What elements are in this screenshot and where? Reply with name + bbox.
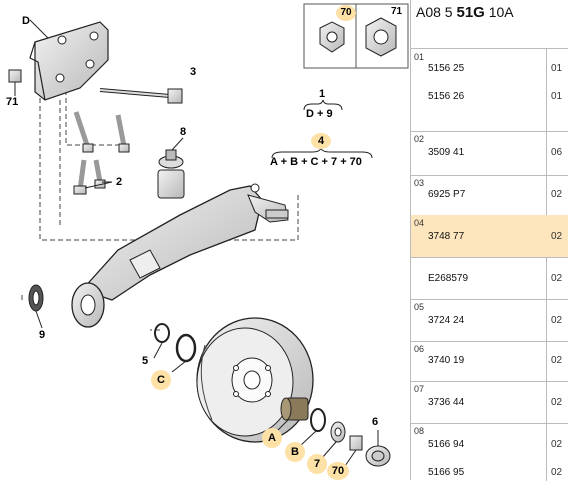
group-number: 03 (414, 178, 425, 188)
part-quantity: 02 (551, 355, 563, 366)
header-prefix: A08 5 (416, 4, 453, 20)
part-quantity: 01 (551, 91, 563, 102)
bump-stop-8 (157, 137, 185, 199)
parts-group-07[interactable]: 07 3736 44 02 (411, 381, 568, 424)
part-reference: 5156 25 (428, 63, 465, 74)
part-reference: 5166 95 (428, 467, 465, 478)
part-reference: 6925 P7 (428, 189, 466, 200)
qty-column-separator (546, 49, 547, 481)
group-number: 06 (414, 344, 425, 354)
parts-group-05[interactable]: 05 3724 24 02 (411, 299, 568, 342)
parts-group-01[interactable]: 01 5156 25 01 5156 26 01 (411, 49, 568, 132)
parts-group-02[interactable]: 02 3509 41 06 (411, 131, 568, 176)
bolt-3 (99, 88, 183, 104)
part-reference: E268579 (428, 273, 469, 284)
part-quantity: 02 (551, 273, 563, 284)
formula-braces (271, 99, 373, 159)
screws-2 (73, 111, 130, 195)
part-reference: 5166 94 (428, 439, 465, 450)
washer-7 (321, 421, 346, 459)
panel-divider (410, 0, 411, 480)
part-quantity: 02 (551, 397, 563, 408)
group-number: 08 (414, 426, 425, 436)
group-number: 02 (414, 134, 425, 144)
bearing-a (275, 397, 309, 433)
parts-group-04-alt[interactable]: E268579 02 (411, 257, 568, 300)
seal-9 (28, 284, 44, 329)
diagram-header: A08 5 51G 10A (416, 4, 514, 21)
axle-beam (71, 183, 289, 328)
part-quantity: 02 (551, 439, 563, 450)
nut-71 (8, 69, 22, 96)
exploded-parts-diagram (8, 3, 409, 467)
part-quantity: 02 (551, 467, 563, 478)
part-reference: 3736 44 (428, 397, 465, 408)
part-reference: 3748 77 (428, 231, 465, 242)
group-number: 04 (414, 218, 425, 228)
group-number: 07 (414, 384, 425, 394)
part-quantity: 06 (551, 147, 563, 158)
part-quantity: 01 (551, 63, 563, 74)
inset-nuts (303, 3, 409, 69)
nut-70 (344, 435, 363, 467)
parts-group-06[interactable]: 06 3740 19 02 (411, 341, 568, 382)
parts-group-08[interactable]: 08 5166 94 02 5166 95 02 (411, 423, 568, 481)
part-quantity: 02 (551, 315, 563, 326)
header-suffix: 10A (488, 4, 514, 20)
washers (153, 323, 197, 373)
parts-group-03[interactable]: 03 6925 P7 02 (411, 175, 568, 216)
part-quantity: 02 (551, 189, 563, 200)
header-code: 51G (456, 4, 485, 21)
group-number: 05 (414, 302, 425, 312)
part-reference: 3509 41 (428, 147, 465, 158)
parts-list: 01 5156 25 01 5156 26 01 02 3509 41 06 0… (411, 48, 568, 481)
parts-group-04-selected[interactable]: 04 3748 77 02 (411, 215, 568, 258)
bracket-d (29, 19, 109, 101)
part-reference: 3740 19 (428, 355, 465, 366)
part-reference: 5156 26 (428, 91, 465, 102)
hub-cap-6 (365, 430, 391, 467)
part-quantity: 02 (551, 231, 563, 242)
brake-drum (196, 317, 314, 443)
group-number: 01 (414, 52, 425, 62)
part-reference: 3724 24 (428, 315, 465, 326)
